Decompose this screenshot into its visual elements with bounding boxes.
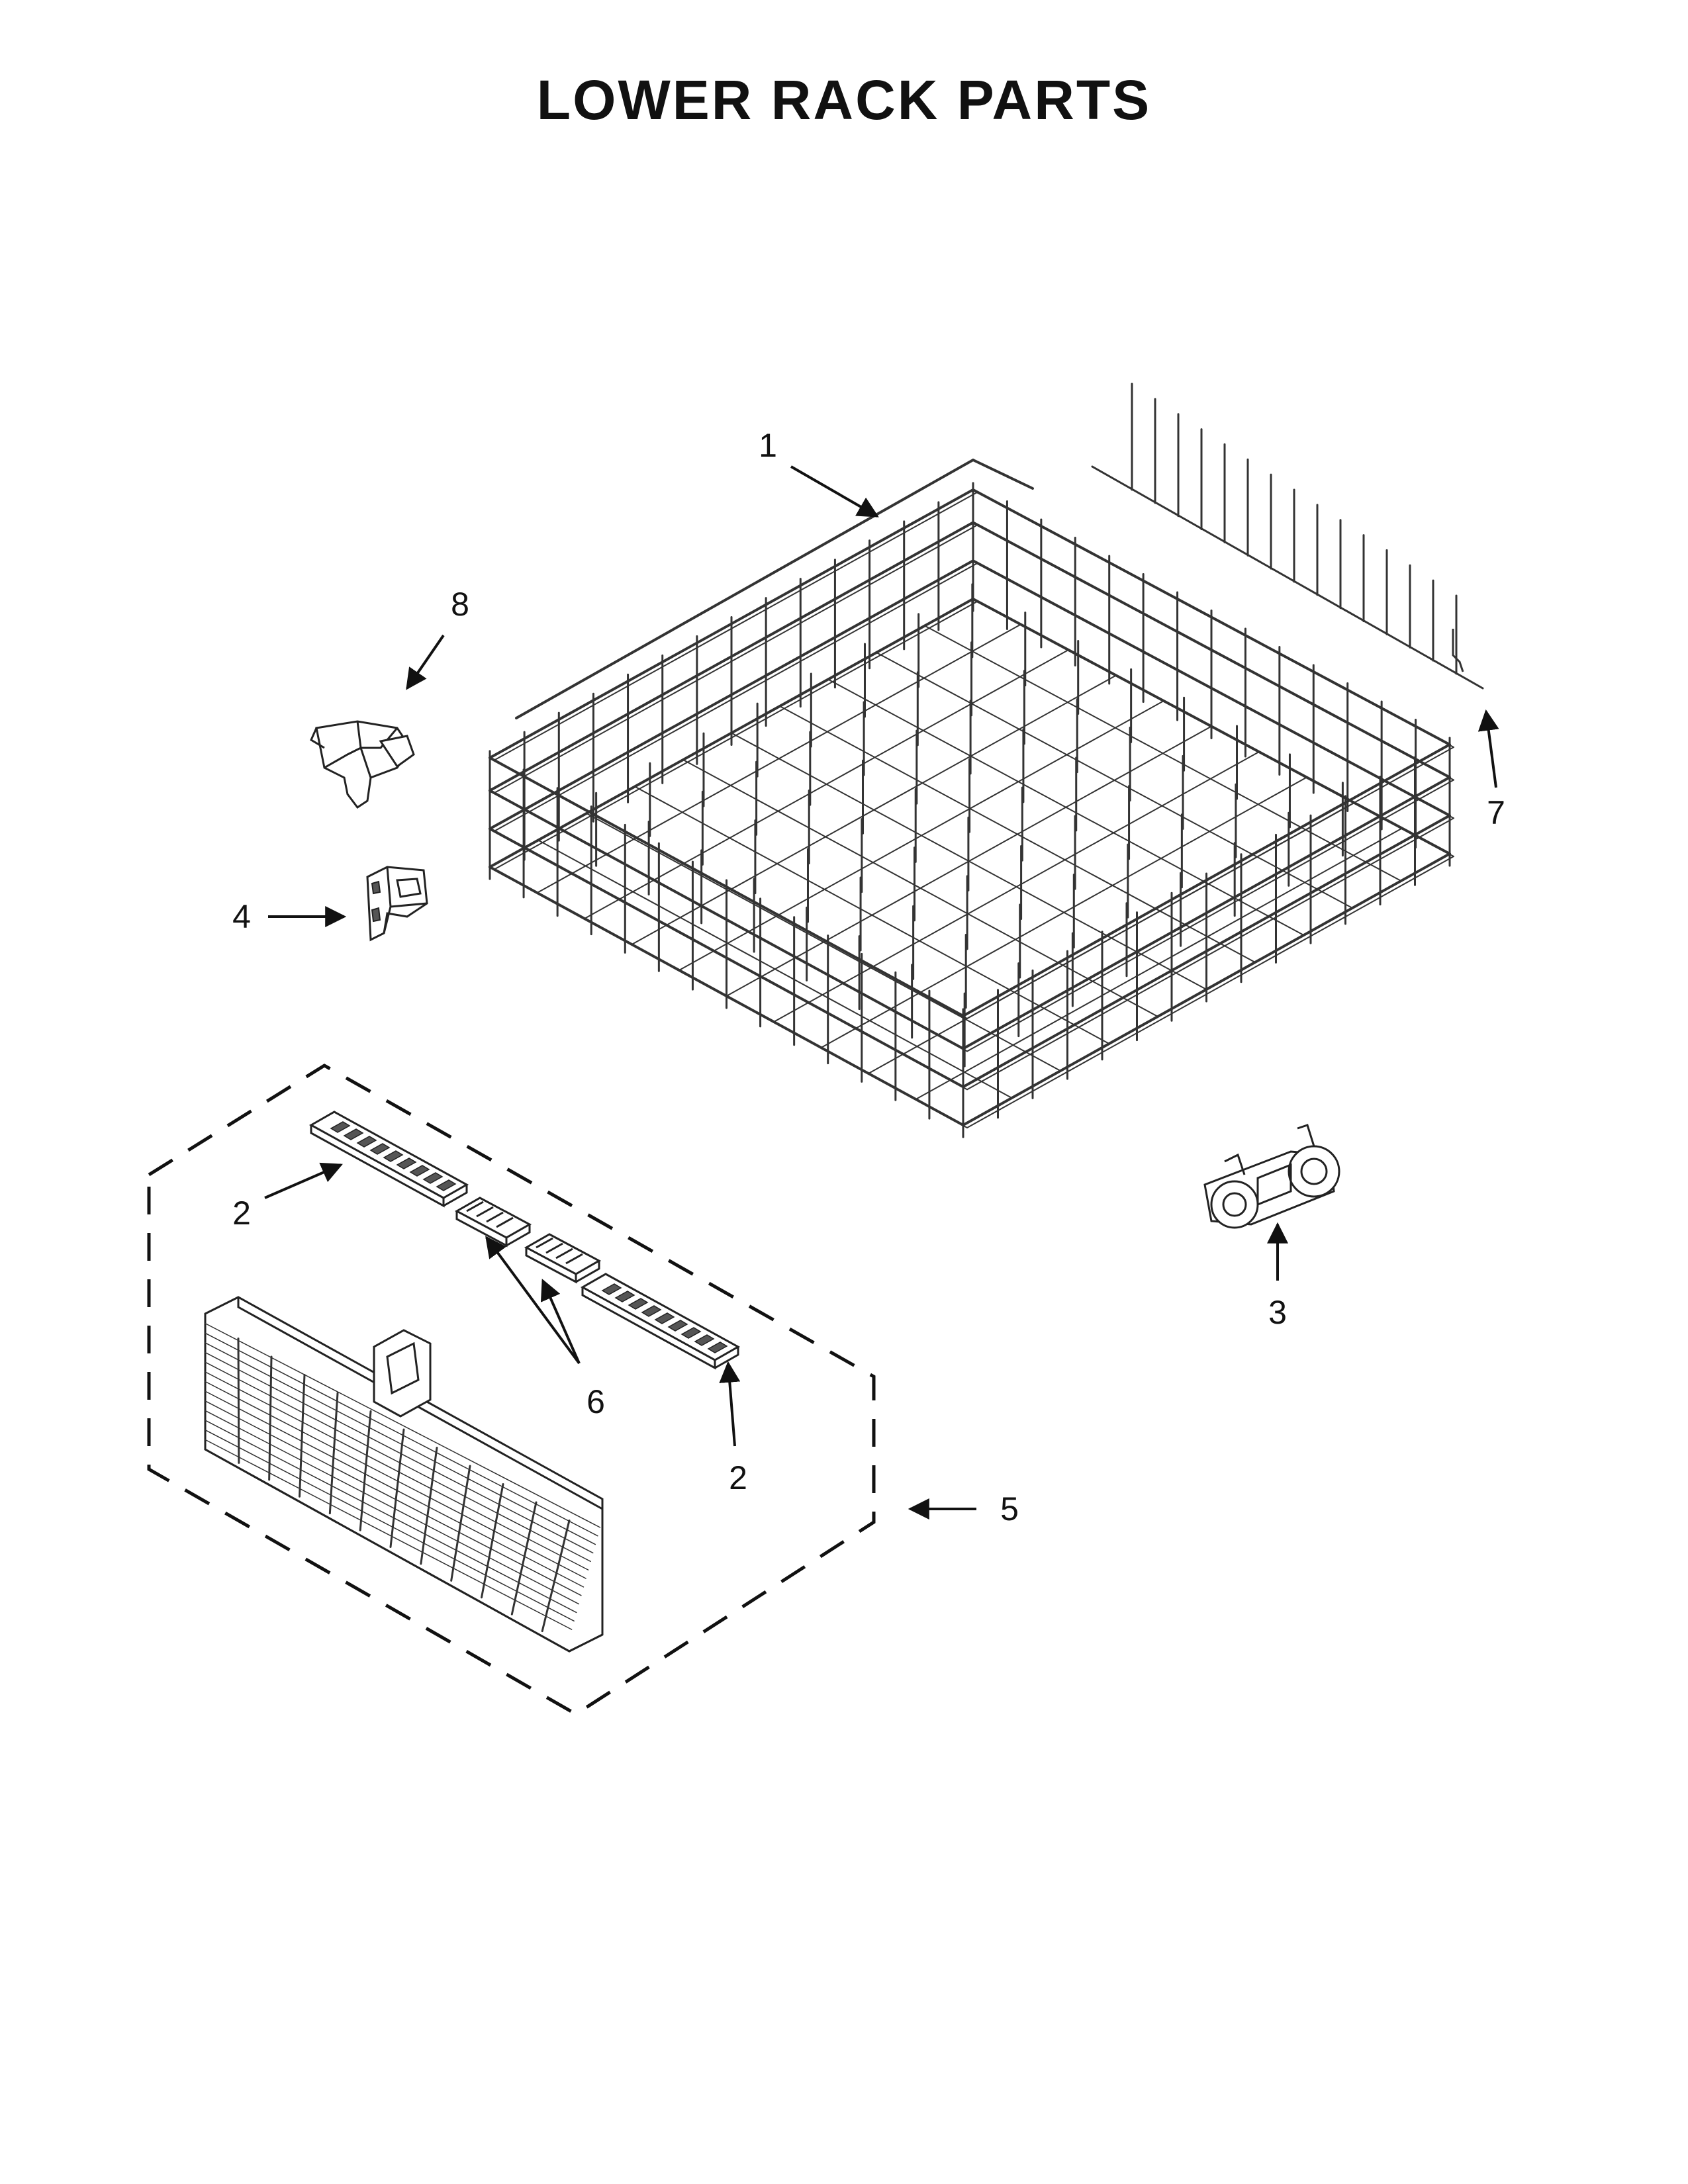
callout-3: 3	[1268, 1294, 1287, 1331]
lower-rack-assembly	[489, 459, 1454, 1138]
callout-8: 8	[451, 586, 469, 623]
small-lid-b	[524, 1233, 602, 1284]
callout-1: 1	[759, 427, 777, 464]
basket-cover-right	[580, 1273, 741, 1370]
callout-labels: 1 2 2 3 4 5 6 7 8	[232, 427, 1505, 1527]
kit-boundary	[147, 1064, 876, 1716]
tine-row-part	[1091, 383, 1484, 690]
callout-7: 7	[1487, 794, 1505, 831]
basket-clip-part	[366, 866, 428, 942]
callout-4: 4	[232, 898, 251, 935]
small-lid-a	[454, 1197, 532, 1248]
page-title: LOWER RACK PARTS	[537, 69, 1151, 131]
callout-leaders	[264, 465, 1499, 1520]
rack-clip-part	[310, 720, 415, 809]
callout-2-left: 2	[232, 1195, 251, 1232]
callout-6: 6	[586, 1383, 605, 1420]
wheel-assembly-part	[1203, 1124, 1340, 1229]
callout-2-right: 2	[729, 1459, 747, 1496]
callout-5: 5	[1000, 1490, 1019, 1527]
basket-cover-left	[308, 1111, 469, 1208]
silverware-basket-part	[204, 1296, 604, 1653]
